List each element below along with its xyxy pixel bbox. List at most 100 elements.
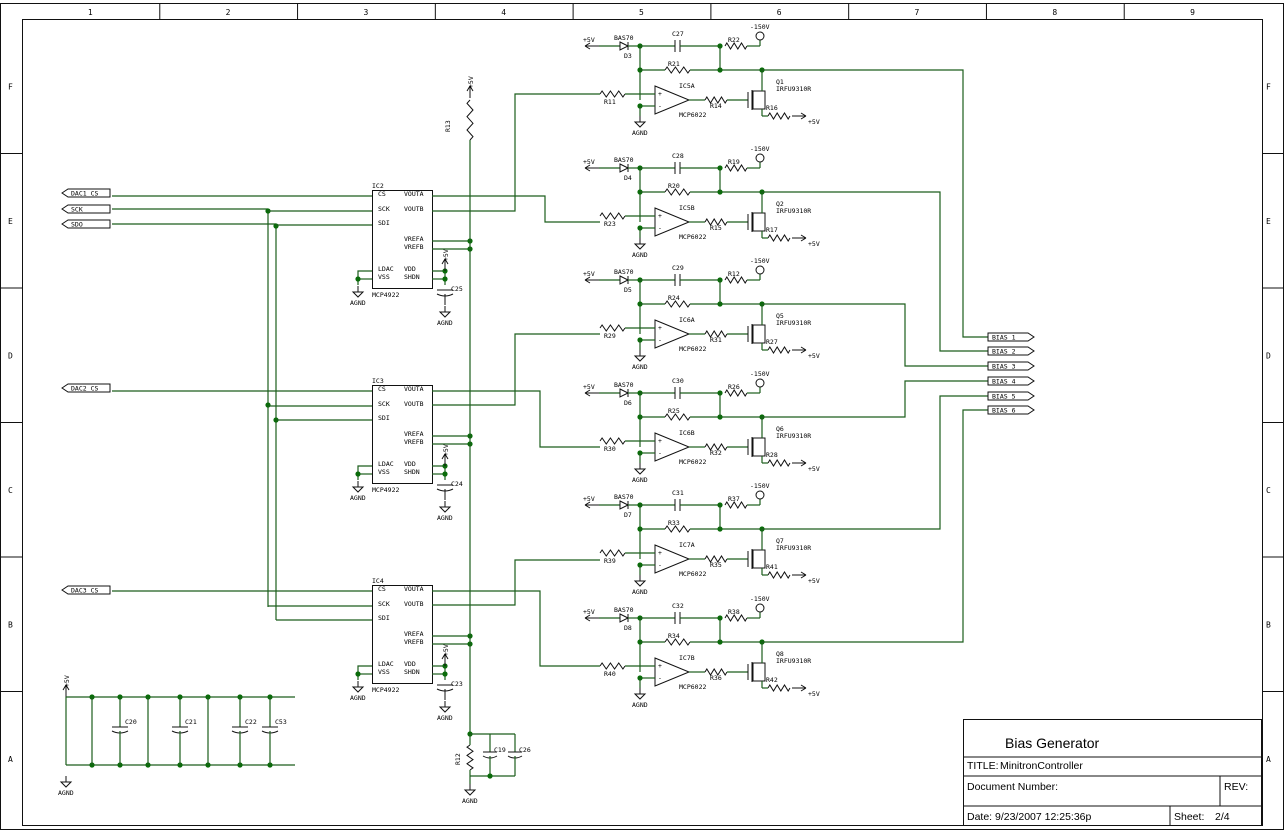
dac-pin-label: SHDN	[404, 468, 420, 476]
op-amp	[654, 319, 691, 349]
mosfet-ref: Q6	[776, 425, 784, 433]
diode-ref: D5	[624, 286, 632, 294]
wire	[762, 191, 988, 352]
diode-part: BAS70	[614, 34, 634, 42]
resistor	[767, 571, 791, 579]
op-amp-sign: +	[658, 549, 662, 557]
diode-part: BAS70	[614, 606, 634, 614]
dac-pin-label: LDAC	[378, 460, 394, 468]
dac-pin-label: VDD	[404, 460, 416, 468]
junction-dot	[355, 671, 361, 677]
supply-arrow	[466, 85, 474, 92]
cap-label: C29	[672, 264, 684, 272]
resistor-label: R40	[604, 670, 616, 678]
column-marker: 4	[501, 8, 506, 17]
resistor-label: R41	[766, 563, 778, 571]
cap-label: C32	[672, 602, 684, 610]
resistor	[724, 501, 748, 509]
ground-symbol	[351, 291, 365, 298]
supply-arrow	[584, 276, 591, 284]
wire	[432, 559, 600, 606]
junction-dot	[355, 276, 361, 282]
op-amp-sign: -	[658, 336, 662, 344]
dac-pin-label: LDAC	[378, 265, 394, 273]
supply-label: +5V	[583, 158, 595, 166]
supply-label: +5V	[583, 36, 595, 44]
dac-chip	[372, 190, 433, 289]
ground-symbol	[633, 693, 647, 700]
diode	[619, 163, 630, 173]
dac-pin-label: CS	[378, 190, 386, 198]
sheet-label: Sheet:	[1174, 811, 1204, 823]
resistor-label: R23	[604, 220, 616, 228]
input-port-label: DAC1_CS	[71, 190, 98, 198]
ground-symbol	[438, 506, 452, 513]
cap-label: C31	[672, 489, 684, 497]
ground-symbol	[438, 311, 452, 318]
diode	[619, 275, 630, 285]
resistor	[664, 300, 691, 308]
cap-label: C19	[494, 746, 506, 754]
supply-arrow	[584, 42, 591, 50]
supply-label: +5V	[583, 270, 595, 278]
supply-label: +5V	[442, 444, 450, 456]
dac-cap-label: C25	[451, 285, 463, 293]
junction-dot	[442, 471, 448, 477]
ground-label: AGND	[632, 476, 648, 484]
output-port	[987, 405, 1035, 415]
resistor	[599, 437, 626, 445]
op-amp-ref: IC6A	[679, 316, 695, 324]
mosfet-part: IRFU9310R	[776, 657, 811, 665]
ground-symbol	[633, 121, 647, 128]
resistor	[599, 549, 626, 557]
resistor-label: R24	[668, 294, 680, 302]
input-port	[61, 204, 111, 214]
resistor	[599, 324, 626, 332]
dac-pin-label: VDD	[404, 660, 416, 668]
diode-part: BAS70	[614, 381, 634, 389]
resistor	[724, 164, 748, 172]
resistor	[704, 330, 728, 338]
neg-supply-label: -150V	[750, 370, 770, 378]
dac-pin-label: VOUTB	[404, 400, 424, 408]
supply-arrow	[800, 684, 807, 692]
ground-symbol	[463, 789, 477, 796]
resistor-label: R42	[766, 676, 778, 684]
dac-part: MCP4922	[372, 486, 399, 494]
supply-arrow	[800, 234, 807, 242]
neg-supply-symbol	[755, 378, 765, 388]
dac-pin-label: SCK	[378, 400, 390, 408]
row-marker-right: C	[1266, 486, 1271, 495]
dac-pin-label: CS	[378, 385, 386, 393]
resistor-label: R33	[668, 519, 680, 527]
resistor-label: R38	[728, 608, 740, 616]
resistor	[704, 443, 728, 451]
diode-ref: D3	[624, 52, 632, 60]
dac-pin-label: SHDN	[404, 273, 420, 281]
input-port-label: SDO	[71, 221, 83, 229]
resistor-label: R26	[728, 383, 740, 391]
row-marker-left: A	[8, 755, 13, 764]
resistor	[664, 638, 691, 646]
supply-label: +5V	[467, 76, 475, 88]
dac-pin-label: SCK	[378, 600, 390, 608]
op-amp-part: MCP6022	[679, 233, 706, 241]
row-marker-left: F	[8, 82, 13, 91]
resistor-label: R28	[766, 451, 778, 459]
op-amp-sign: -	[658, 449, 662, 457]
diode	[619, 500, 630, 510]
ground-label: AGND	[350, 299, 366, 307]
supply-label: +5V	[808, 690, 820, 698]
supply-arrow	[800, 112, 807, 120]
resistor	[466, 744, 474, 771]
supply-label: +5V	[583, 608, 595, 616]
document-number-label: Document Number:	[967, 781, 1058, 793]
neg-supply-label: -150V	[750, 482, 770, 490]
date-value: 9/23/2007 12:25:36p	[995, 811, 1092, 823]
supply-label: +5V	[808, 352, 820, 360]
ground-label: AGND	[437, 319, 453, 327]
resistor-label: R17	[766, 226, 778, 234]
ground-symbol	[633, 580, 647, 587]
sheet-value: 2/4	[1215, 811, 1230, 823]
resistor-label: R21	[668, 60, 680, 68]
